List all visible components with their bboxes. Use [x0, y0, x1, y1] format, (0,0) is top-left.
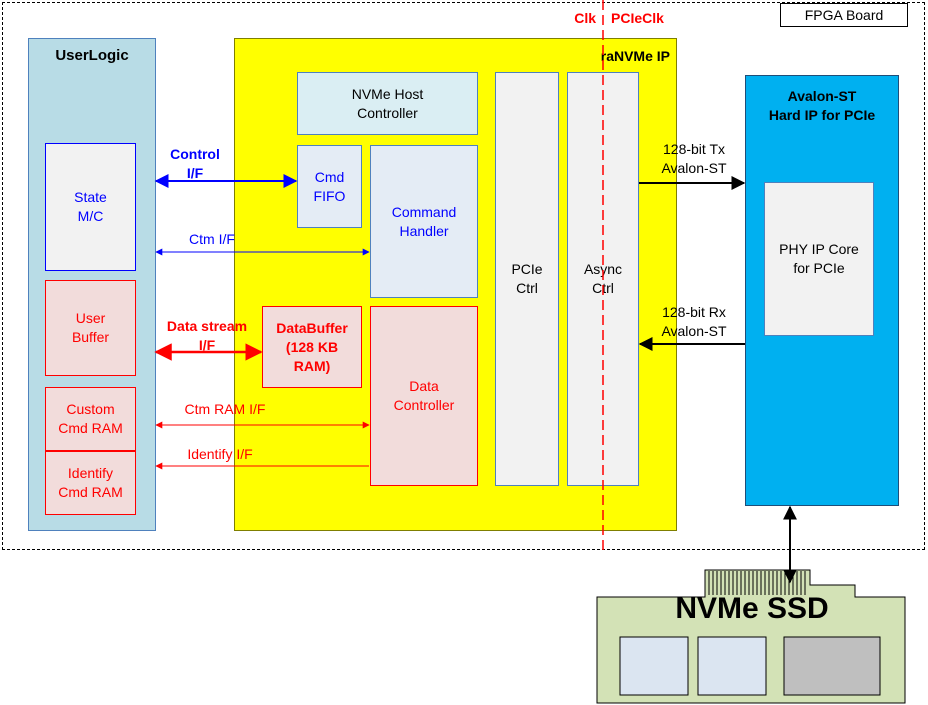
- ctm-ram-if-label: Ctm RAM I/F: [184, 401, 266, 417]
- pcieclk-label: PCIeClk: [611, 10, 664, 26]
- nvme-ssd-card: [596, 569, 906, 704]
- ssd-chip-1: [619, 636, 689, 696]
- clk-label: Clk: [574, 10, 596, 26]
- pcie-ctrl-block: PCIe Ctrl: [495, 72, 559, 486]
- cmd-fifo-block: Cmd FIFO: [297, 145, 362, 228]
- async-ctrl-block: Async Ctrl: [567, 72, 639, 486]
- rx-avalon-label: 128-bit Rx Avalon-ST: [661, 304, 727, 339]
- tx-avalon-label: 128-bit Tx Avalon-ST: [661, 141, 727, 176]
- user-buffer-block: User Buffer: [45, 280, 136, 376]
- identify-if-label: Identify I/F: [187, 446, 253, 462]
- data-controller-block: Data Controller: [370, 306, 478, 486]
- data-stream-if-label: Data stream I/F: [166, 318, 248, 353]
- state-mc-block: State M/C: [45, 143, 136, 271]
- ssd-connector-pins: [708, 571, 806, 595]
- nvme-ssd-label: NVMe SSD: [675, 592, 829, 625]
- ssd-chip-3: [783, 636, 881, 696]
- custom-cmd-ram-block: Custom Cmd RAM: [45, 387, 136, 451]
- databuffer-block: DataBuffer (128 KB RAM): [262, 306, 362, 388]
- nvme-host-controller-block: NVMe Host Controller: [297, 72, 478, 135]
- fpga-board-outline: [2, 2, 925, 550]
- ctm-if-label: Ctm I/F: [189, 231, 235, 247]
- command-handler-block: Command Handler: [370, 145, 478, 298]
- userlogic-title: UserLogic: [55, 47, 129, 64]
- ssd-chip-2: [697, 636, 767, 696]
- phy-ip-core-block: PHY IP Core for PCIe: [764, 182, 874, 336]
- ranvme-ip-title: raNVMe IP: [600, 48, 670, 64]
- fpga-board-label: FPGA Board: [780, 3, 908, 27]
- identify-cmd-ram-block: Identify Cmd RAM: [45, 451, 136, 515]
- control-if-label: Control I/F: [170, 146, 220, 181]
- hard-ip-pcie-title: Avalon-ST Hard IP for PCIe: [768, 88, 876, 123]
